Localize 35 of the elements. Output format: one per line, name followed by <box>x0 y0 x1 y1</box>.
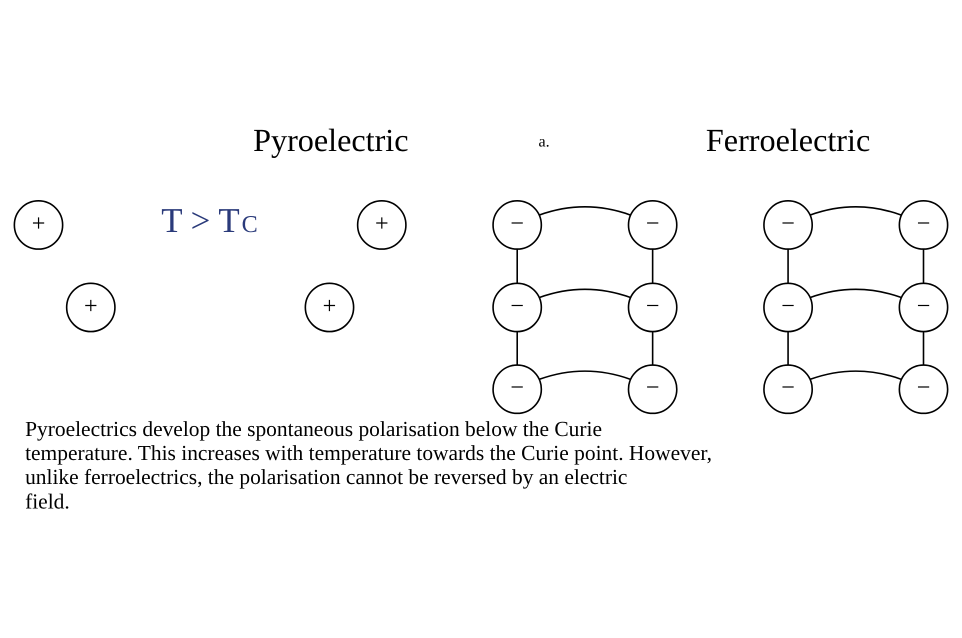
connector <box>810 370 902 380</box>
connector <box>516 331 518 364</box>
node-circle: − <box>898 200 948 250</box>
connector <box>922 331 924 364</box>
node-circle: + <box>66 282 116 332</box>
connector <box>787 331 789 364</box>
connector <box>516 248 518 282</box>
node-circle: − <box>763 200 813 250</box>
label: Ferroelectric <box>706 121 870 158</box>
node-circle: − <box>492 364 542 414</box>
connector <box>539 370 631 380</box>
node-circle: + <box>356 200 407 250</box>
connector <box>539 206 631 216</box>
node-circle: − <box>628 364 678 414</box>
node-circle: − <box>628 200 678 250</box>
node-circle: + <box>304 282 354 332</box>
node-circle: + <box>14 200 64 250</box>
label: Pyroelectric <box>253 121 409 158</box>
connector <box>652 331 654 364</box>
node-circle: − <box>492 282 542 332</box>
node-circle: − <box>763 364 813 414</box>
label: T > TC <box>161 200 258 240</box>
node-circle: − <box>628 282 678 332</box>
connector <box>652 248 654 282</box>
connector <box>787 248 789 282</box>
node-circle: − <box>492 200 542 250</box>
node-circle: − <box>898 364 948 414</box>
label: a. <box>538 133 550 150</box>
connector <box>539 288 631 298</box>
connector <box>810 288 902 298</box>
connector <box>810 206 902 216</box>
node-circle: − <box>898 282 948 332</box>
node-circle: − <box>763 282 813 332</box>
caption: Pyroelectrics develop the spontaneous polarisation below the Curie temperature. This increases with temperature towards the Curie point. However, unlike ferroelectrics, the polarisation cannot be reversed by an electric field. <box>25 416 712 513</box>
connector <box>922 248 924 282</box>
